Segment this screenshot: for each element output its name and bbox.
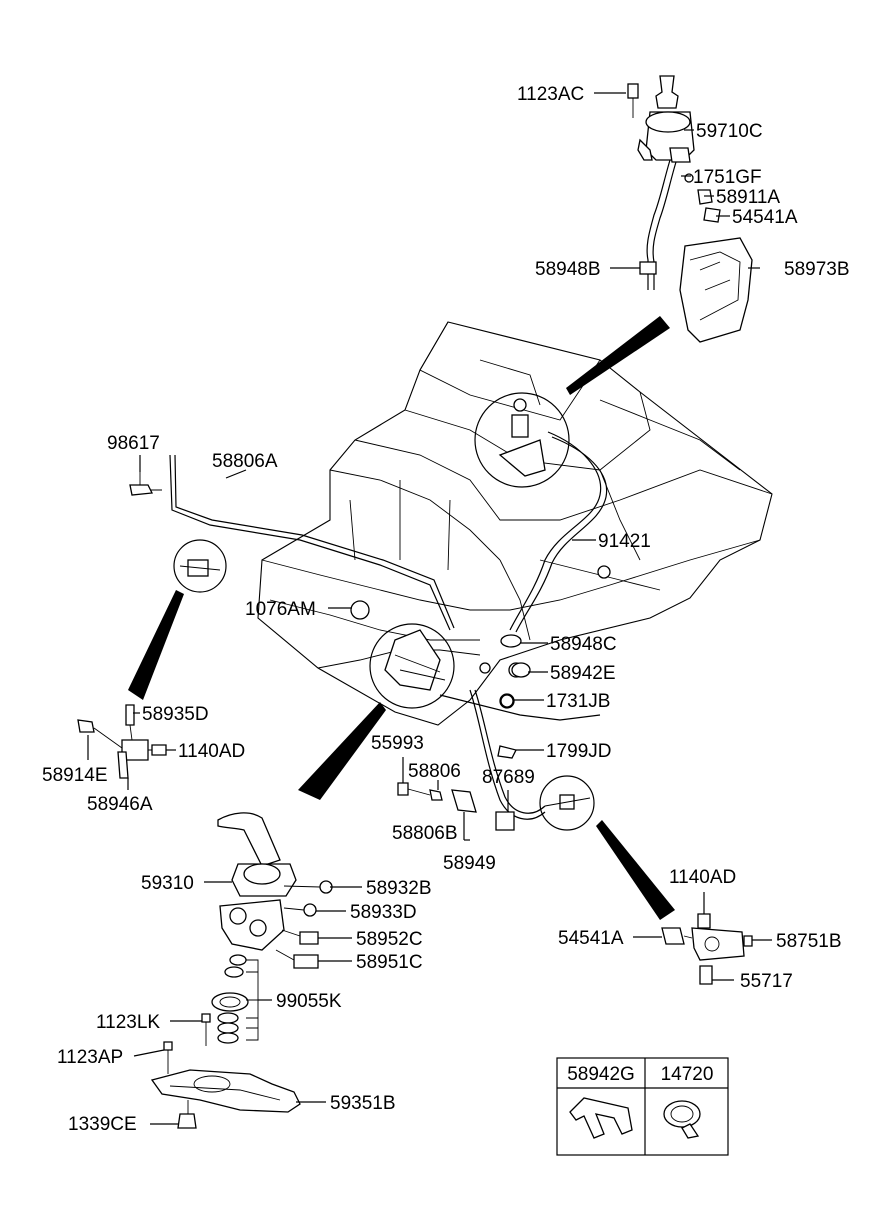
label-58951C: 58951C: [356, 952, 423, 973]
label-54541A-right: 54541A: [558, 928, 624, 949]
detail-circle-right: [539, 775, 595, 831]
floor-pan: [257, 321, 773, 726]
label-1123AP: 1123AP: [57, 1047, 123, 1068]
pointer-top: [566, 316, 670, 395]
legend-table-border: [556, 1057, 729, 1156]
label-58946A: 58946A: [87, 794, 153, 815]
legend-col2-header: 14720: [661, 1064, 714, 1085]
cable-right: [439, 689, 601, 820]
pointer-center: [298, 702, 386, 800]
label-87689: 87689: [482, 767, 535, 788]
label-55993: 55993: [371, 733, 424, 754]
label-1123AC: 1123AC: [517, 84, 584, 105]
label-99055K: 99055K: [276, 991, 342, 1012]
label-1731JB: 1731JB: [546, 691, 610, 712]
pointer-left: [128, 590, 184, 700]
label-58973B: 58973B: [784, 259, 850, 280]
label-1751GF: 1751GF: [693, 167, 762, 188]
detail-circle-top: [474, 392, 570, 488]
bracket-58973B: [679, 237, 753, 343]
bolts-lower-left: [163, 1013, 211, 1129]
detail-circle-left: [173, 539, 227, 593]
cover-59351B: [150, 1069, 301, 1113]
label-58911A: 58911A: [716, 187, 780, 208]
label-58933D: 58933D: [350, 902, 417, 923]
label-59351B: 59351B: [330, 1093, 396, 1114]
pointer-right: [596, 820, 675, 920]
leader-lines: [87, 92, 772, 1125]
detail-center-contents: [384, 629, 446, 691]
label-58935D: 58935D: [142, 704, 209, 725]
label-58942E: 58942E: [550, 663, 616, 684]
label-58806A: 58806A: [212, 451, 278, 472]
legend-table: 58942G 14720: [556, 1057, 729, 1156]
sensor-98617: [129, 470, 162, 496]
detail-top-contents: [498, 398, 546, 477]
label-1799JD: 1799JD: [546, 741, 612, 762]
label-59710C: 59710C: [696, 121, 763, 142]
pedal-assembly: [217, 812, 333, 969]
label-58948C: 58948C: [550, 634, 617, 655]
clip-58942G-icon: [569, 1097, 633, 1139]
detail-right-contents: [544, 794, 591, 810]
label-54541A-top: 54541A: [732, 207, 798, 228]
label-55717: 55717: [740, 971, 793, 992]
cable-upper: [509, 431, 608, 633]
detail-left-contents: [179, 559, 221, 577]
label-58806: 58806: [408, 761, 461, 782]
label-1123LK: 1123LK: [96, 1012, 160, 1033]
label-1339CE: 1339CE: [68, 1114, 137, 1135]
label-58751B: 58751B: [776, 931, 842, 952]
label-58952C: 58952C: [356, 929, 423, 950]
bracket-58751B: [661, 913, 753, 985]
legend-col1-header: 58942G: [567, 1064, 635, 1085]
label-59310: 59310: [141, 873, 194, 894]
seal-kit-99055K: [211, 954, 259, 1044]
label-98617: 98617: [107, 433, 160, 454]
grommets-center: [397, 634, 531, 831]
label-58806B: 58806B: [392, 823, 458, 844]
label-91421: 91421: [598, 531, 651, 552]
label-1076AM: 1076AM: [245, 599, 316, 620]
sensor-assembly-top: [627, 75, 721, 290]
label-1140AD-right: 1140AD: [669, 867, 736, 888]
label-58932B: 58932B: [366, 878, 432, 899]
cable-left: [169, 454, 455, 631]
label-1140AD-left: 1140AD: [178, 741, 245, 762]
detail-circle-center: [369, 623, 455, 709]
clamp-14720-icon: [663, 1100, 701, 1139]
part-labels: 1123AC 59710C 1751GF 58911A 54541A 58948…: [42, 84, 850, 1135]
label-58949: 58949: [443, 853, 496, 874]
label-58948B: 58948B: [535, 259, 601, 280]
switch-assembly-left: [77, 704, 167, 779]
label-58914E: 58914E: [42, 765, 108, 786]
